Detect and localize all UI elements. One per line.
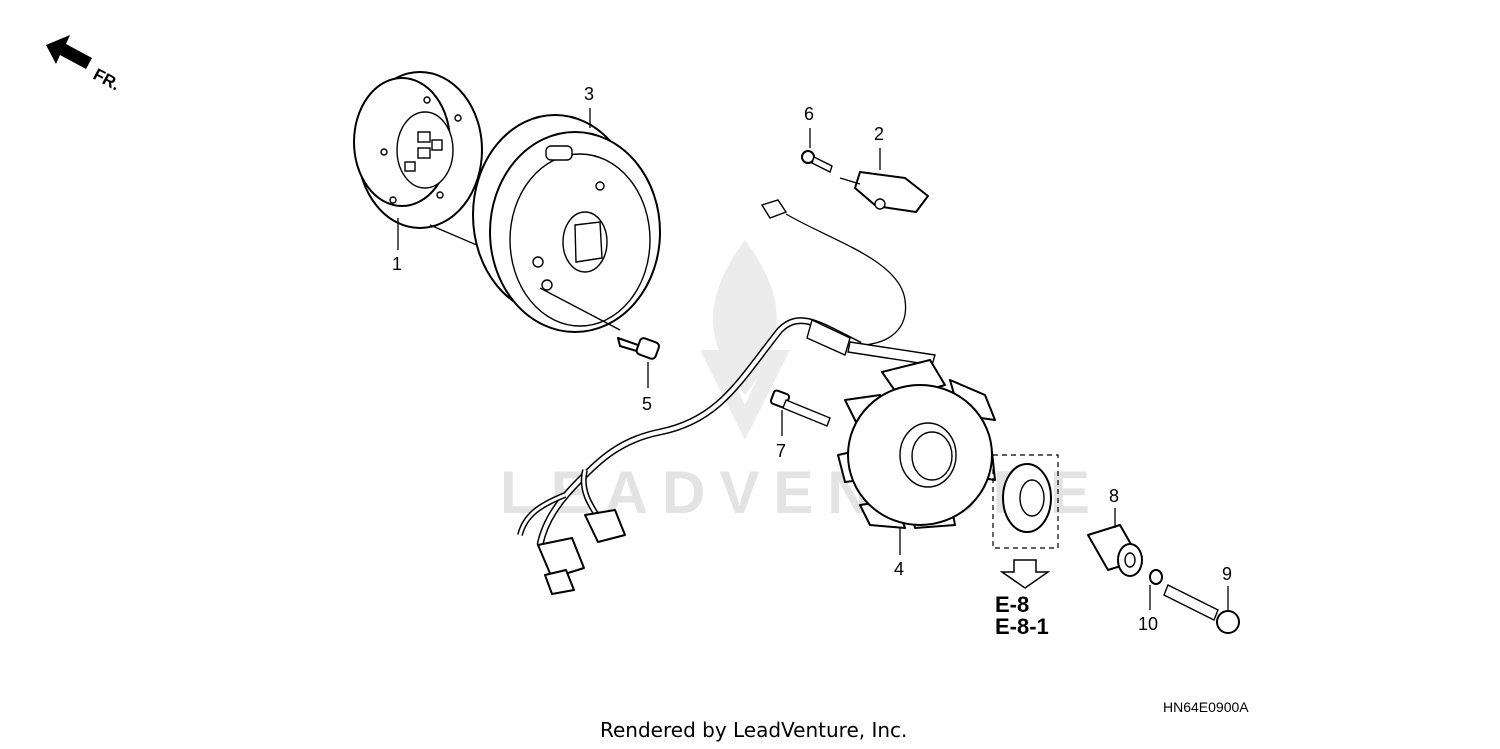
diagram-code: HN64E0900A	[1163, 699, 1249, 715]
part-1-flywheel-plate[interactable]	[353, 71, 483, 229]
callout-6[interactable]: 6	[804, 104, 814, 124]
sensor-wire	[760, 199, 907, 346]
callout-numbers: 1 3 5 6 2 7 4 8 9 10	[392, 84, 1232, 634]
callout-7[interactable]: 7	[776, 441, 786, 461]
wire-harness	[517, 317, 936, 546]
callout-2[interactable]: 2	[874, 124, 884, 144]
part-6-screw[interactable]	[801, 150, 833, 173]
footer-credit: Rendered by LeadVenture, Inc.	[600, 718, 907, 742]
part-4-stator[interactable]	[837, 359, 996, 529]
leader-lines	[397, 108, 1229, 610]
callout-9[interactable]: 9	[1222, 564, 1232, 584]
direction-label: FR.	[90, 65, 123, 95]
watermark-v-icon	[700, 350, 790, 440]
callout-8[interactable]: 8	[1109, 486, 1119, 506]
part-5-bolt[interactable]	[539, 287, 661, 360]
callout-10[interactable]: 10	[1138, 614, 1158, 634]
part-9-bolt[interactable]	[1163, 584, 1240, 634]
reference-arrow[interactable]: E-8 E-8-1	[995, 559, 1051, 639]
callout-3[interactable]: 3	[584, 84, 594, 104]
part-2-pickup-sensor[interactable]	[839, 171, 929, 213]
part-8-collar[interactable]	[1087, 524, 1143, 577]
part-10-washer[interactable]	[1149, 569, 1163, 585]
harness-connectors	[537, 509, 626, 595]
front-direction-arrow: FR.	[46, 35, 123, 94]
down-arrow-icon	[999, 559, 1051, 589]
part-3-flywheel[interactable]	[429, 114, 661, 333]
reference-e8-1[interactable]: E-8-1	[995, 614, 1049, 639]
part-7-bolt[interactable]	[769, 389, 831, 427]
callout-1[interactable]: 1	[392, 254, 402, 274]
callout-5[interactable]: 5	[642, 394, 652, 414]
reference-e8[interactable]: E-8	[995, 592, 1029, 617]
callout-4[interactable]: 4	[894, 559, 904, 579]
arrow-icon	[46, 35, 92, 69]
bearing-reference-part	[992, 454, 1059, 549]
